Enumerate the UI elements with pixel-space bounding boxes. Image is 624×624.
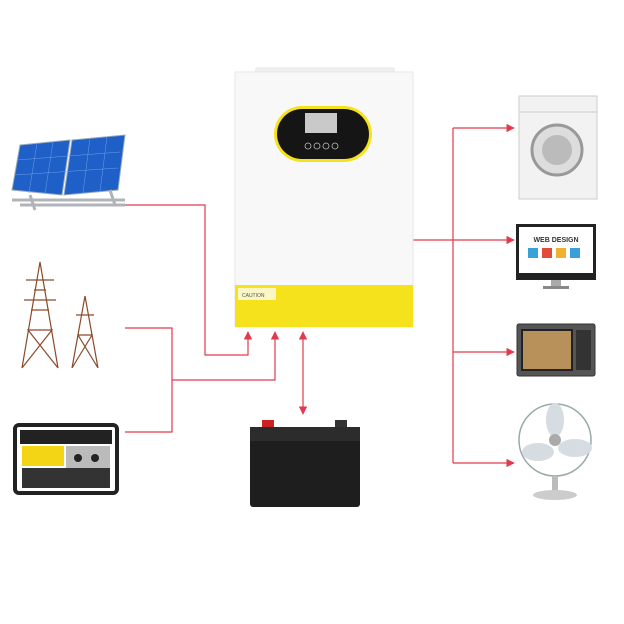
monitor-text: WEB DESIGN: [533, 237, 578, 244]
caution-label: CAUTION: [242, 293, 265, 299]
power-pylons-icon: [21, 261, 99, 369]
ac-input-connector: [172, 331, 280, 381]
inverter: CAUTION: [234, 67, 414, 328]
control-buttons[interactable]: [304, 142, 339, 150]
generator-icon: [13, 423, 119, 495]
battery-icon: [250, 420, 360, 507]
solar-panel-icon: [11, 134, 126, 211]
monitor-icon: WEB DESIGN: [516, 224, 596, 289]
caution-label-bg: [238, 288, 276, 300]
lcd-screen: [305, 113, 337, 133]
solar-connector: [125, 204, 253, 356]
washing-machine-icon: [518, 95, 598, 200]
connector-lines: [125, 123, 515, 468]
microwave-icon: [516, 323, 596, 377]
grid-connector: [125, 327, 173, 433]
fan-icon: [518, 403, 592, 500]
